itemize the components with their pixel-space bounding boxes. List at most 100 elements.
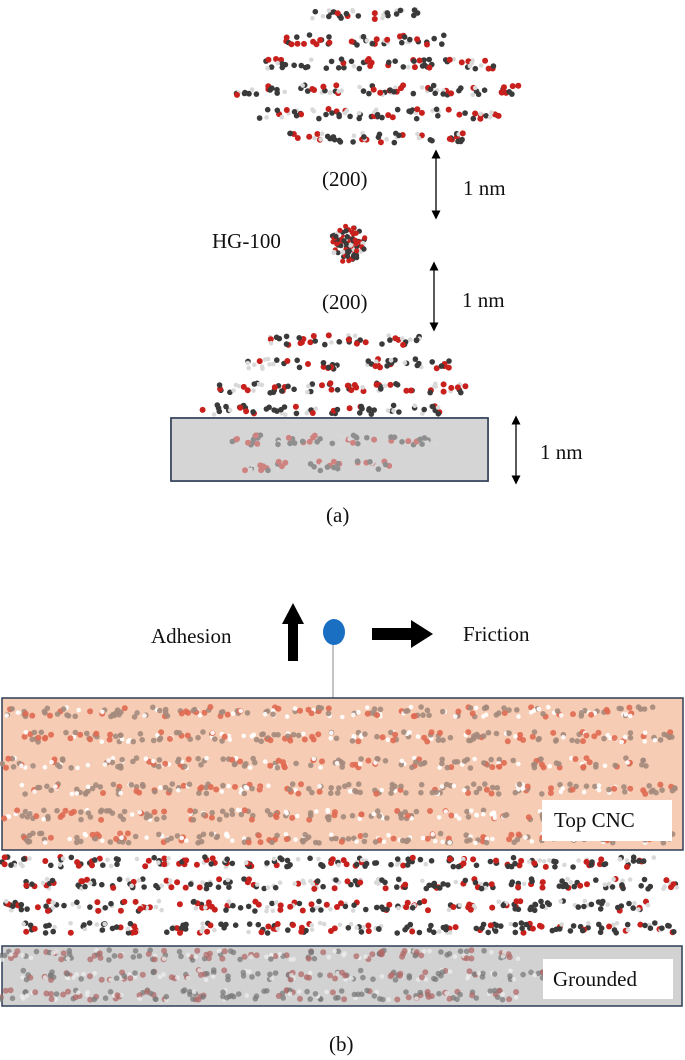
atom (627, 730, 634, 736)
atom (167, 787, 173, 793)
atom (450, 863, 457, 870)
atom (624, 921, 631, 928)
atom (641, 876, 648, 883)
atom (619, 882, 625, 888)
atom (666, 734, 672, 740)
atom (9, 995, 16, 1002)
atom (132, 929, 139, 936)
atom (85, 762, 91, 768)
atom (467, 906, 474, 913)
atom (362, 863, 368, 869)
atom (157, 974, 163, 980)
atom (515, 956, 521, 961)
atom (558, 789, 564, 794)
atom (532, 972, 537, 978)
atom (377, 364, 383, 371)
atom (501, 705, 507, 711)
atom (597, 906, 604, 912)
atom (317, 920, 323, 926)
atom (176, 788, 181, 793)
atom (203, 790, 210, 797)
atom (305, 389, 310, 395)
atom (113, 856, 120, 862)
atom (312, 839, 319, 846)
atom (331, 249, 337, 255)
atom (506, 996, 513, 1003)
atom (490, 836, 495, 842)
atom (49, 759, 54, 765)
atom (336, 862, 341, 868)
atom (583, 783, 590, 789)
atom (384, 815, 390, 821)
atom (345, 836, 352, 842)
atom (480, 970, 486, 977)
atom (340, 258, 346, 264)
atom (405, 994, 412, 1001)
atom (458, 59, 465, 66)
atom (96, 950, 103, 957)
panel-a: (200) HG-100 (200) 1 nm 1 nm 1 nm (a) (170, 7, 583, 527)
atom (359, 857, 365, 863)
atom (386, 832, 391, 838)
atom (426, 64, 433, 71)
atom (384, 36, 391, 43)
atom (401, 34, 408, 40)
atom (41, 816, 46, 822)
atom (483, 786, 490, 793)
atom (156, 898, 162, 904)
atom (237, 905, 244, 911)
atom (200, 880, 205, 885)
atom (432, 384, 437, 389)
atom (652, 920, 658, 926)
atom (357, 967, 364, 974)
atom (350, 225, 357, 231)
atom (20, 952, 26, 958)
atom (266, 783, 271, 788)
atom (403, 790, 409, 796)
atom (414, 996, 419, 1001)
atom (407, 36, 413, 43)
bottom-cnc-atoms (0, 854, 679, 936)
atom (183, 708, 189, 715)
atom (118, 790, 123, 796)
atom (352, 237, 358, 243)
atom (97, 784, 104, 790)
atom (614, 920, 620, 926)
atom (262, 711, 268, 717)
atom (474, 813, 480, 818)
atom (467, 765, 474, 771)
atom (342, 903, 349, 910)
atom (203, 977, 209, 983)
atom (374, 989, 380, 995)
atom (153, 882, 159, 889)
atom (329, 340, 334, 345)
atom (78, 976, 84, 982)
atom (579, 927, 586, 934)
atom (237, 956, 243, 963)
atom (154, 816, 160, 822)
atom (539, 879, 546, 886)
atom (140, 876, 146, 882)
atom (446, 995, 453, 1002)
atom (344, 108, 350, 114)
atom (208, 831, 215, 837)
atom (473, 925, 480, 932)
atom (627, 785, 634, 792)
atom (510, 757, 516, 764)
atom (447, 734, 454, 741)
atom (89, 862, 95, 869)
atom (609, 884, 616, 890)
atom (24, 906, 30, 912)
atom (137, 731, 144, 737)
atom (431, 929, 437, 936)
atom (352, 761, 359, 768)
atom (381, 839, 387, 844)
atom (584, 881, 590, 888)
atom (224, 832, 229, 838)
atom (409, 905, 416, 911)
atom (184, 732, 191, 739)
atom (10, 764, 17, 770)
atom (207, 704, 214, 710)
atom (308, 948, 315, 955)
atom (565, 876, 570, 882)
